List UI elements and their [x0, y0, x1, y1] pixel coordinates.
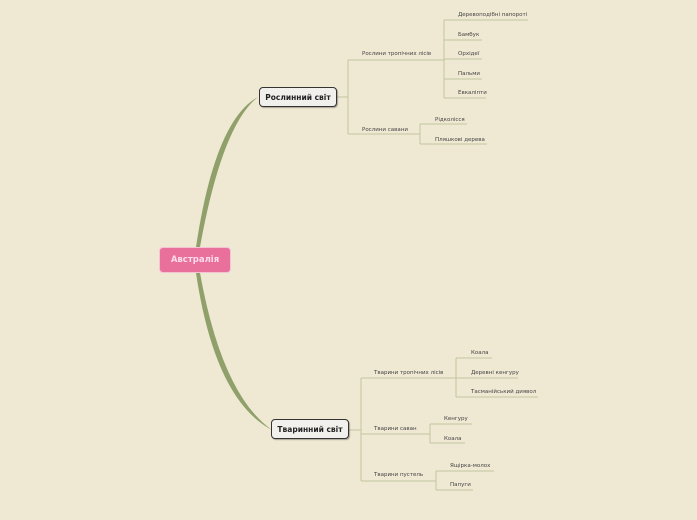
branch-animals[interactable]: Тваринний світ [271, 419, 349, 439]
topic-savanna-plants[interactable]: Рослини савани [362, 127, 408, 133]
leaf[interactable]: Кенгуру [444, 416, 468, 422]
topic-tropical-plants[interactable]: Рослини тропічних лісів [362, 51, 432, 57]
leaf[interactable]: Деревоподібні папороті [458, 12, 528, 18]
leaf[interactable]: Коала [444, 436, 462, 442]
topic-savanna-animals[interactable]: Тварини саван [374, 426, 417, 432]
leaf[interactable]: Ящірка-молох [450, 463, 491, 469]
topic-tropical-animals[interactable]: Тварини тропічних лісів [374, 370, 444, 376]
leaf[interactable]: Рідколісся [435, 117, 465, 123]
branch-plants[interactable]: Рослинний світ [259, 87, 337, 107]
leaf[interactable]: Бамбук [458, 32, 480, 38]
topic-desert-animals[interactable]: Тварини пустель [374, 472, 424, 478]
leaf[interactable]: Тасманійський диявол [471, 389, 537, 395]
leaf[interactable]: Пляшкові дерева [435, 137, 485, 143]
leaf[interactable]: Орхідеї [458, 51, 480, 57]
leaf[interactable]: Папуги [450, 482, 471, 488]
leaf[interactable]: Пальми [458, 71, 480, 77]
leaf[interactable]: Евкаліпти [458, 90, 487, 96]
leaf[interactable]: Коала [471, 350, 489, 356]
leaf[interactable]: Деревні кенгуру [471, 370, 519, 376]
root-node[interactable]: Австралія [159, 247, 231, 273]
